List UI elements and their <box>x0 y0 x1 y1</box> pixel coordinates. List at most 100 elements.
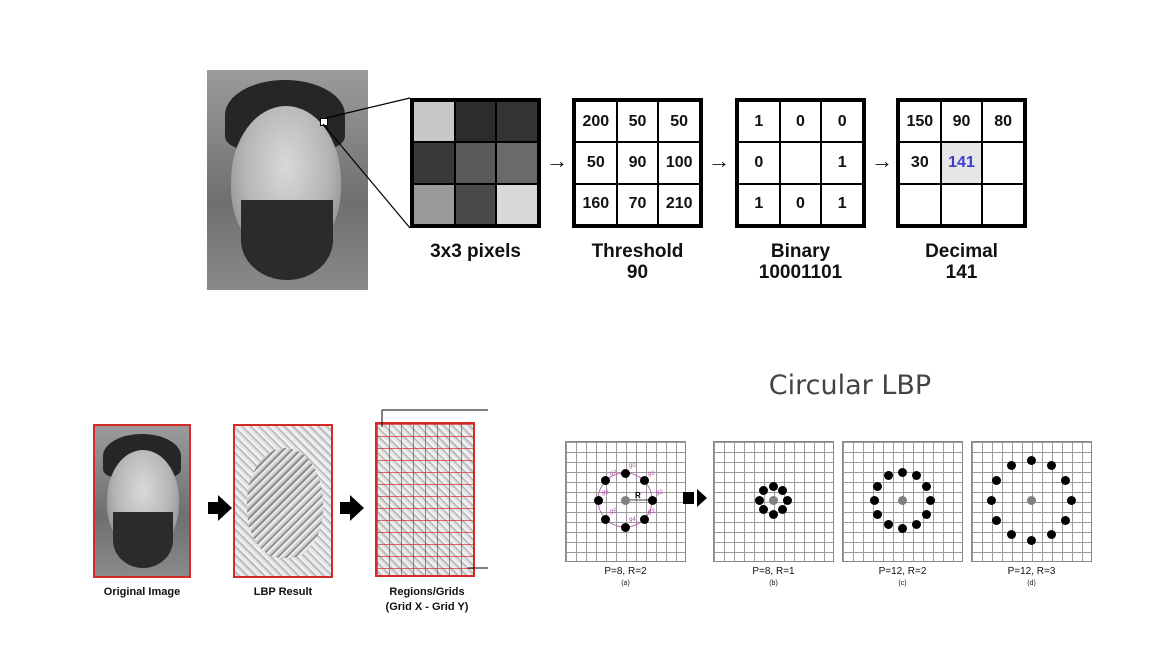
threshold-cell: 100 <box>658 142 700 184</box>
neighbor-label: g5 <box>609 509 617 516</box>
panel-b-caption: P=8, R=1 (b) <box>713 566 834 589</box>
regions-subtitle: (Grid X - Grid Y) <box>385 601 469 613</box>
neighbor-label: g3 <box>648 509 655 516</box>
neighbor-point <box>925 495 935 505</box>
decimal-cell <box>982 183 1024 225</box>
beard <box>241 200 333 280</box>
pixel-cell <box>413 142 455 184</box>
threshold-cell: 70 <box>616 183 659 225</box>
neighbor-point <box>758 505 768 515</box>
threshold-cell: 50 <box>616 101 659 143</box>
center-pixel <box>768 495 778 505</box>
neighbor-point <box>897 467 907 477</box>
pixel-cell <box>496 101 538 143</box>
neighbor-label: g7 <box>609 470 617 477</box>
binary-cell: 0 <box>738 142 780 184</box>
pixel-cell <box>413 183 455 225</box>
panel-b-sub: (b) <box>769 580 778 587</box>
panel-d-caption: P=12, R=3 (d) <box>971 566 1092 589</box>
panel-d-title: P=12, R=3 <box>1007 566 1056 577</box>
threshold-cell: 90 <box>616 142 659 184</box>
neighbor-point <box>647 495 657 505</box>
pixels-label: 3x3 pixels <box>430 241 521 262</box>
arrow-icon: → <box>708 148 730 173</box>
neighbor-point <box>639 514 649 524</box>
binary-cell: 1 <box>821 183 863 225</box>
neighbor-point <box>1026 455 1036 465</box>
decimal-cell: 30 <box>899 142 941 184</box>
pixel-grid <box>410 98 541 228</box>
decimal-cell <box>899 183 941 225</box>
pixel-cell <box>454 142 497 184</box>
pixel-cell <box>454 101 497 143</box>
threshold-cell: 50 <box>575 142 617 184</box>
binary-cell: 1 <box>821 142 863 184</box>
neighbor-point <box>601 514 611 524</box>
center-pixel <box>620 495 630 505</box>
neighbor-point <box>620 522 630 532</box>
neighbor-point <box>593 495 603 505</box>
face <box>247 448 323 558</box>
original-image <box>93 424 191 578</box>
regions-title: Regions/Grids <box>389 586 465 598</box>
neighbor-point <box>873 481 883 491</box>
center-pixel <box>897 495 907 505</box>
neighbor-point <box>782 495 792 505</box>
arrow-right-icon <box>683 489 707 507</box>
neighbor-point <box>921 481 931 491</box>
panel-a-sub: (a) <box>621 580 630 587</box>
decimal-cell: 141 <box>940 142 983 184</box>
neighbor-point <box>986 495 996 505</box>
arrow-right-icon <box>208 495 232 521</box>
neighbor-label: g1 <box>648 470 655 477</box>
neighbor-point <box>897 523 907 533</box>
regions-label: Regions/Grids (Grid X - Grid Y) <box>372 585 482 615</box>
neighbor-point <box>1066 495 1076 505</box>
threshold-cell: 50 <box>658 101 700 143</box>
neighbor-point <box>1061 515 1071 525</box>
binary-cell: 0 <box>821 101 863 143</box>
zoom-lines <box>322 97 411 229</box>
neighbor-point <box>883 471 893 481</box>
neighbor-point <box>1026 535 1036 545</box>
neighbor-point <box>911 471 921 481</box>
panel-c-title: P=12, R=2 <box>878 566 927 577</box>
neighbor-label: g4 <box>629 517 636 523</box>
neighbor-point <box>1006 530 1016 540</box>
binary-cell: 1 <box>738 101 780 143</box>
neighbor-point <box>768 481 778 491</box>
neighbor-point <box>921 509 931 519</box>
binary-cell: 0 <box>779 183 822 225</box>
neighbor-point <box>991 515 1001 525</box>
decimal-cell: 80 <box>982 101 1024 143</box>
regions-grid-image <box>375 422 475 577</box>
neighbor-point <box>778 485 788 495</box>
panel-a-title: P=8, R=2 <box>604 566 647 577</box>
pixel-cell <box>496 142 538 184</box>
binary-cell <box>779 142 822 184</box>
binary-title: Binary <box>770 241 831 262</box>
neighbor-point <box>754 495 764 505</box>
decimal-label: Decimal 141 <box>886 241 1037 283</box>
decimal-cell: 90 <box>940 101 983 143</box>
center-pixel <box>1026 495 1036 505</box>
neighbor-label: g0 <box>629 463 636 469</box>
neighbor-point <box>873 509 883 519</box>
arrow-icon: → <box>546 148 568 173</box>
neighbor-point <box>911 519 921 529</box>
neighbor-point <box>601 476 611 486</box>
threshold-label: Threshold 90 <box>562 241 713 283</box>
threshold-cell: 210 <box>658 183 700 225</box>
threshold-cell: 200 <box>575 101 617 143</box>
decimal-value: 141 <box>945 262 978 283</box>
neighbor-point <box>778 505 788 515</box>
threshold-value: 90 <box>626 262 649 283</box>
neighbor-point <box>1046 460 1056 470</box>
threshold-cell: 160 <box>575 183 617 225</box>
neighbor-label: g6 <box>602 490 609 496</box>
binary-value: 10001101 <box>758 262 843 283</box>
arrow-icon: → <box>871 148 893 173</box>
neighbor-point <box>768 509 778 519</box>
